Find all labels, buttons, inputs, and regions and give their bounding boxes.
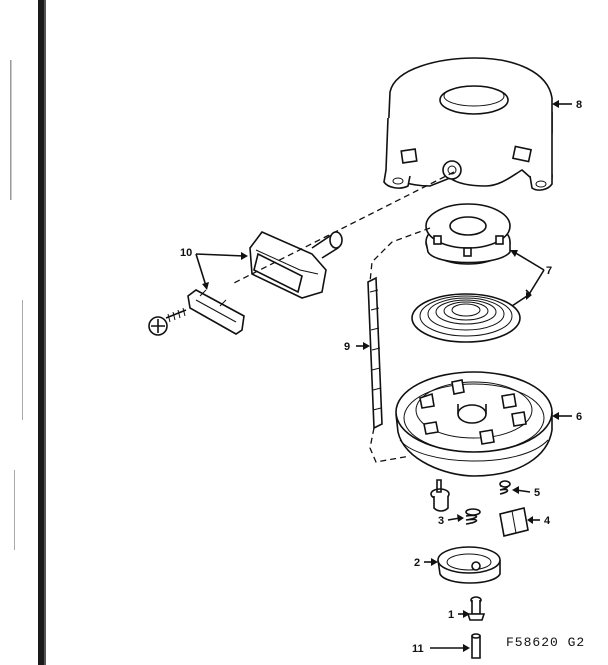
part-10-handle: [249, 231, 343, 299]
part-2-cam-dog: [437, 546, 501, 584]
callout-8: 8: [576, 99, 582, 111]
part-6-pulley: [395, 371, 553, 477]
pawl-pin: [430, 479, 450, 512]
callout-4: 4: [544, 515, 551, 527]
part-3-spring: [465, 508, 481, 525]
part-11-pin: [471, 633, 481, 659]
part-8-housing: [383, 57, 553, 191]
callout-11: 11: [412, 643, 424, 655]
callout-2: 2: [414, 557, 420, 569]
screw: [148, 307, 187, 336]
part-9-rope: [367, 276, 383, 430]
part-1-screw: [466, 596, 486, 621]
callout-5: 5: [534, 487, 540, 499]
callout-3: 3: [438, 515, 444, 527]
part-4-pawl: [499, 507, 529, 537]
drawing-code: F58620 G2: [506, 635, 585, 650]
part-5-spring: [499, 480, 511, 495]
rope-routing-path: [231, 171, 455, 463]
callout-10: 10: [180, 247, 192, 259]
callout-1: 1: [448, 609, 454, 621]
callout-6: 6: [576, 411, 582, 423]
leader-lines: [195, 100, 572, 652]
callout-7: 7: [546, 265, 552, 277]
binding-edge: [10, 0, 46, 665]
callout-9: 9: [344, 341, 350, 353]
part-10-retainer: [187, 289, 245, 335]
part-7-recoil-spring: [411, 289, 532, 343]
part-7-spring-cover: [425, 203, 511, 265]
